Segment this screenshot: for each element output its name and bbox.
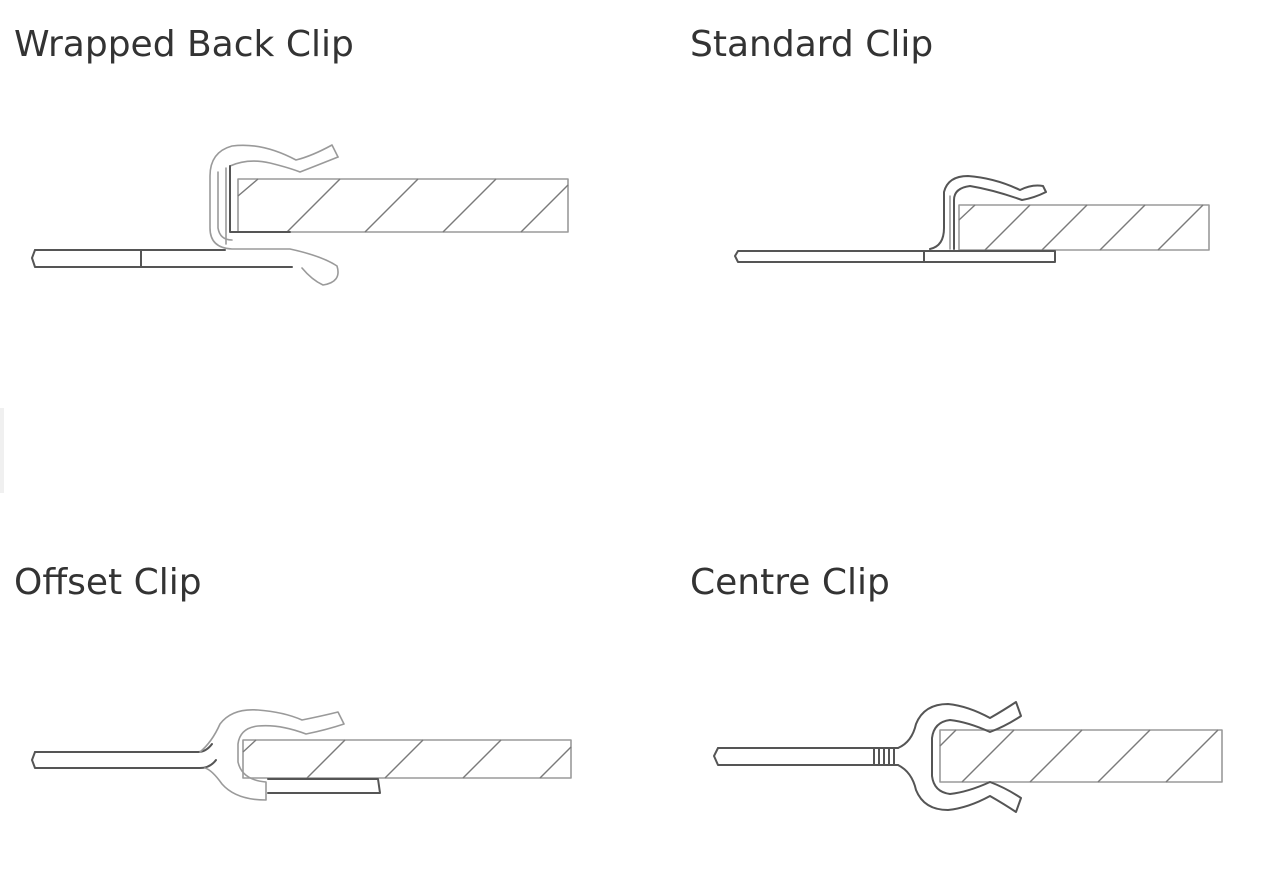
centre-clip-title: Centre Clip xyxy=(690,562,890,603)
standard-clip-diagram xyxy=(734,175,1210,263)
wrapped-back-clip-diagram xyxy=(31,144,569,286)
standard-base-rail xyxy=(734,250,1056,263)
standard-clip xyxy=(929,175,1047,250)
centre-clip-upper-arm xyxy=(897,701,1022,749)
centre-panel xyxy=(939,729,1223,783)
offset-clip xyxy=(199,708,345,801)
wrapped-back-panel xyxy=(237,178,569,233)
offset-clip-title: Offset Clip xyxy=(14,562,202,603)
wrapped-back-clip xyxy=(209,144,339,286)
centre-clip-lower-arm xyxy=(897,764,1022,813)
offset-clip-diagram xyxy=(31,708,572,801)
centre-clip-diagram xyxy=(713,701,1223,813)
left-edge-shadow xyxy=(0,408,4,493)
offset-lower-plate xyxy=(267,778,381,794)
offset-panel xyxy=(242,739,572,779)
centre-base-rail xyxy=(713,747,899,766)
offset-base-rail xyxy=(31,743,217,769)
wrapped-back-clip-title: Wrapped Back Clip xyxy=(14,24,354,65)
standard-panel xyxy=(958,204,1210,251)
standard-clip-title: Standard Clip xyxy=(690,24,934,65)
wrapped-back-base-rail xyxy=(31,249,293,268)
